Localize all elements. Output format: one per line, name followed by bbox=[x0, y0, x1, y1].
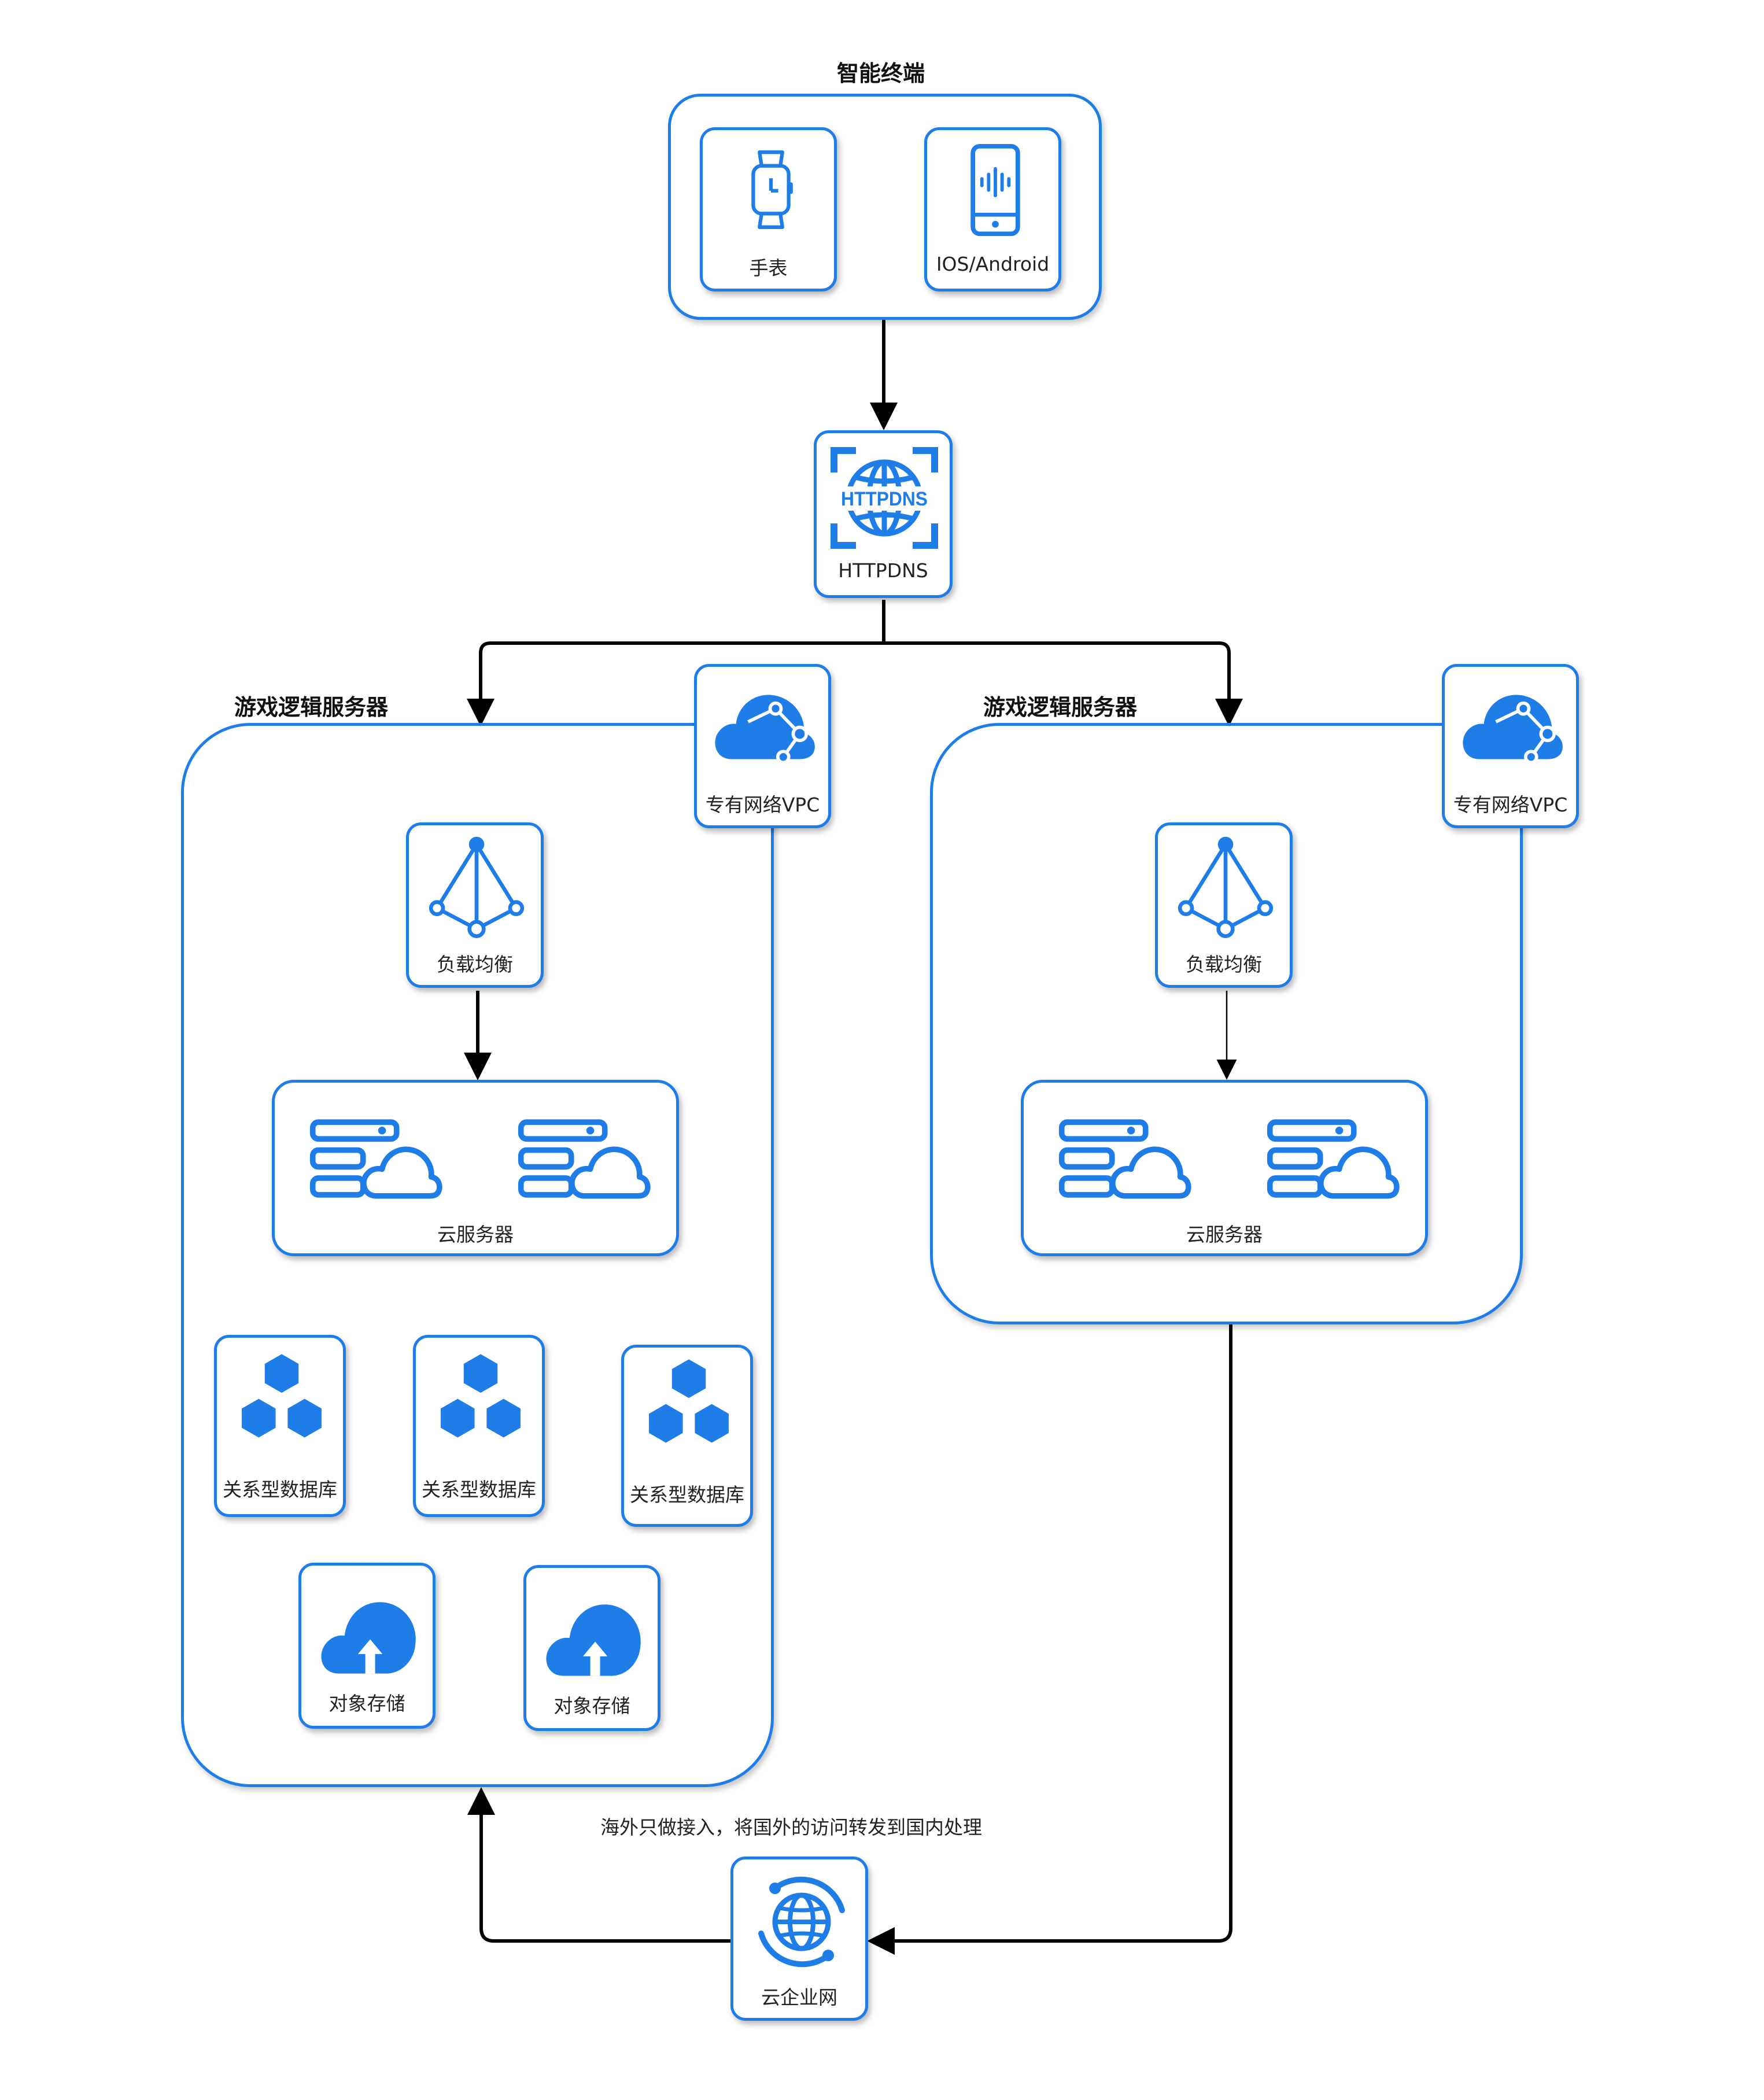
database-icon bbox=[634, 1355, 743, 1463]
right-vpc-node[interactable]: 专有网络VPC bbox=[1442, 664, 1579, 828]
smartphone-icon bbox=[970, 143, 1020, 237]
vpc-cloud-icon bbox=[710, 689, 820, 766]
load-balancer-icon bbox=[426, 833, 527, 943]
vpc-cloud-icon bbox=[1457, 689, 1567, 766]
cloud-server-icon bbox=[1265, 1117, 1400, 1202]
right-server-group bbox=[930, 723, 1523, 1324]
left-vpc-node[interactable]: 专有网络VPC bbox=[694, 664, 831, 828]
cen-label: 云企业网 bbox=[761, 1986, 837, 2009]
httpdns-icon-text: HTTPDNS bbox=[841, 488, 928, 510]
database-icon bbox=[227, 1349, 336, 1458]
left-vpc-label: 专有网络VPC bbox=[705, 794, 820, 816]
left-oss-label-2: 对象存储 bbox=[553, 1695, 630, 1717]
edge-right-group-to-cen bbox=[867, 1324, 1232, 1955]
left-rds-node-2[interactable]: 关系型数据库 bbox=[413, 1335, 545, 1517]
right-ecs-label: 云服务器 bbox=[1186, 1223, 1263, 1246]
left-slb-node[interactable]: 负载均衡 bbox=[406, 822, 544, 988]
routing-note: 海外只做接入，将国外的访问转发到国内处理 bbox=[600, 1816, 982, 1839]
right-slb-node[interactable]: 负载均衡 bbox=[1155, 822, 1293, 988]
cloud-server-icon bbox=[308, 1117, 442, 1202]
left-oss-label-1: 对象存储 bbox=[329, 1692, 405, 1715]
left-rds-label-3: 关系型数据库 bbox=[630, 1483, 744, 1506]
edge-httpdns-to-right bbox=[884, 641, 1243, 726]
terminal-group bbox=[668, 94, 1102, 320]
right-vpc-label: 专有网络VPC bbox=[1453, 794, 1568, 816]
left-group-title: 游戏逻辑服务器 bbox=[234, 695, 389, 720]
database-icon bbox=[426, 1349, 535, 1458]
left-ecs-group[interactable]: 云服务器 bbox=[272, 1080, 679, 1256]
cen-node[interactable]: 云企业网 bbox=[730, 1857, 868, 2021]
right-slb-label: 负载均衡 bbox=[1186, 953, 1262, 976]
load-balancer-icon bbox=[1175, 833, 1276, 943]
watch-node[interactable]: 手表 bbox=[700, 127, 837, 291]
httpdns-label: HTTPDNS bbox=[838, 559, 928, 582]
httpdns-node[interactable]: HTTPDNS HTTPDNS bbox=[814, 430, 953, 598]
phone-node[interactable]: IOS/Android bbox=[924, 127, 1061, 291]
object-storage-icon bbox=[314, 1582, 424, 1686]
watch-label: 手表 bbox=[749, 257, 788, 279]
httpdns-icon: HTTPDNS bbox=[831, 447, 938, 549]
globe-network-icon bbox=[758, 1876, 845, 1968]
left-ecs-label: 云服务器 bbox=[437, 1223, 514, 1246]
left-rds-label-2: 关系型数据库 bbox=[422, 1478, 536, 1501]
object-storage-icon bbox=[539, 1584, 649, 1688]
left-oss-node-2[interactable]: 对象存储 bbox=[523, 1565, 660, 1731]
left-server-group bbox=[181, 723, 774, 1787]
left-oss-node-1[interactable]: 对象存储 bbox=[298, 1563, 436, 1729]
right-group-title: 游戏逻辑服务器 bbox=[983, 695, 1138, 720]
edge-cen-to-left-group bbox=[467, 1787, 730, 1943]
cloud-server-icon bbox=[1057, 1117, 1191, 1202]
right-ecs-group[interactable]: 云服务器 bbox=[1021, 1080, 1428, 1256]
terminal-group-title: 智能终端 bbox=[837, 61, 925, 86]
edge-httpdns-to-left bbox=[467, 600, 885, 726]
phone-label: IOS/Android bbox=[936, 253, 1050, 275]
left-rds-label-1: 关系型数据库 bbox=[223, 1478, 337, 1501]
cloud-server-icon bbox=[516, 1117, 651, 1202]
left-rds-node-3[interactable]: 关系型数据库 bbox=[621, 1345, 753, 1527]
smartwatch-icon bbox=[751, 150, 793, 229]
left-rds-node-1[interactable]: 关系型数据库 bbox=[214, 1335, 346, 1517]
left-slb-label: 负载均衡 bbox=[437, 953, 513, 976]
